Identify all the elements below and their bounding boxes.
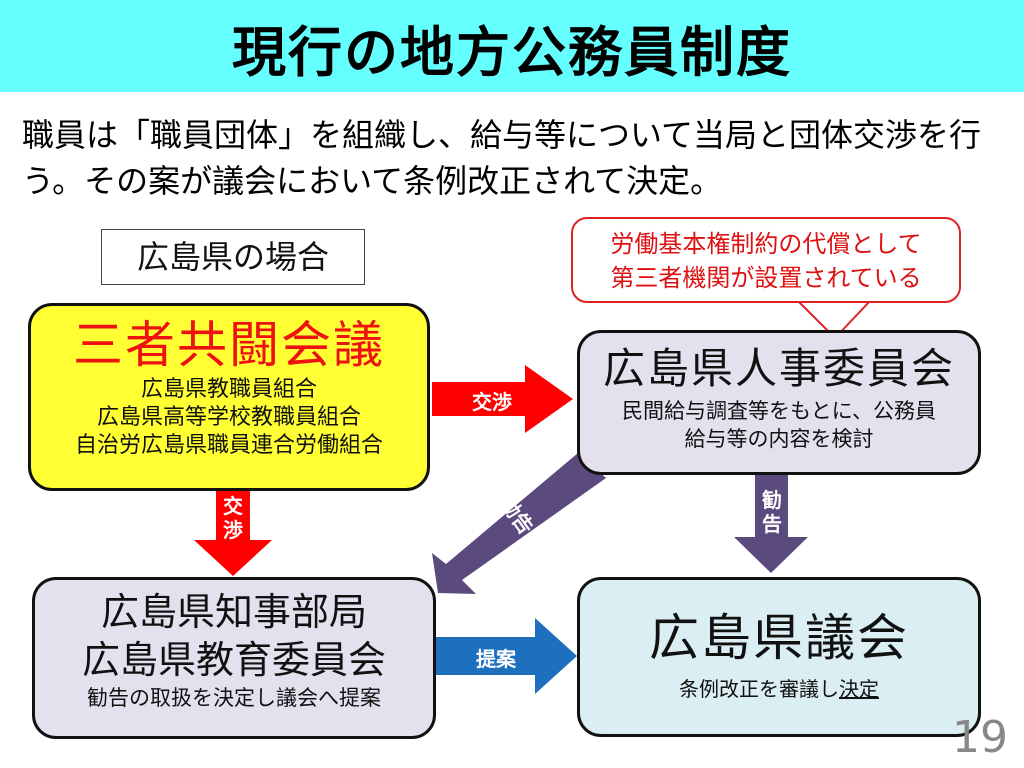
arrow-label-union-to-gov: 交 渉 [221,494,245,542]
slide-title: 現行の地方公務員制度 [232,21,792,84]
assembly-desc-prefix: 条例改正を審議し [679,677,839,701]
arrow-label-char: 告 [762,512,782,536]
governor-title-2: 広島県教育委員会 [81,638,386,682]
arrow-label-gov-to-assembly: 提案 [476,647,516,671]
governor-desc: 勧告の取扱を決定し議会へ提案 [87,686,381,710]
assembly-box: 広島県議会 条例改正を審議し決定 [577,577,981,737]
callout-line-1: 労働基本権制約の代償として [610,230,922,258]
arrow-hr-to-assembly [734,475,808,573]
page-number: 19 [952,712,1008,763]
assembly-desc-emphasis: 決定 [839,677,879,701]
union-box: 三者共闘会議 広島県教職員組合 広島県高等学校教職員組合 自治労広島県職員連合労… [28,303,430,491]
assembly-desc: 条例改正を審議し決定 [580,674,978,704]
union-box-title: 三者共闘会議 [73,316,385,374]
arrow-label-union-to-hr: 交渉 [472,390,512,414]
governor-box: 広島県知事部局 広島県教育委員会 勧告の取扱を決定し議会へ提案 [32,577,436,739]
hr-committee-desc-1: 民間給与調査等をもとに、公務員 [622,399,936,423]
title-bar [0,0,1024,92]
arrow-union-to-hr [432,365,573,433]
arrow-label-char: 勧 [762,488,782,512]
callout-third-party: 労働基本権制約の代償として 第三者機関が設置されている [571,217,961,303]
assembly-title: 広島県議会 [649,609,909,667]
union-member: 自治労広島県職員連合労働組合 [74,433,383,458]
arrow-hr-to-gov [432,453,606,594]
hr-committee-box: 広島県人事委員会 民間給与調査等をもとに、公務員 給与等の内容を検討 [577,330,981,475]
arrow-union-to-gov [194,490,272,576]
governor-title-1: 広島県知事部局 [100,590,367,634]
hr-committee-desc-2: 給与等の内容を検討 [684,427,874,451]
arrow-label-hr-to-assembly: 勧 告 [760,488,784,536]
union-member: 広島県高等学校教職員組合 [96,405,361,430]
intro-text: 職員は「職員団体」を組織し、給与等について当局と団体交渉を行う。その案が議会にお… [22,116,982,200]
hr-committee-title: 広島県人事委員会 [602,344,955,393]
arrow-label-char: 交 [223,494,243,518]
callout-line-2: 第三者機関が設置されている [610,264,922,292]
arrow-label-char: 渉 [223,518,243,542]
arrow-gov-to-assembly [436,618,577,694]
case-label: 広島県の場合 [101,229,365,285]
union-member: 広島県教職員組合 [140,377,317,402]
